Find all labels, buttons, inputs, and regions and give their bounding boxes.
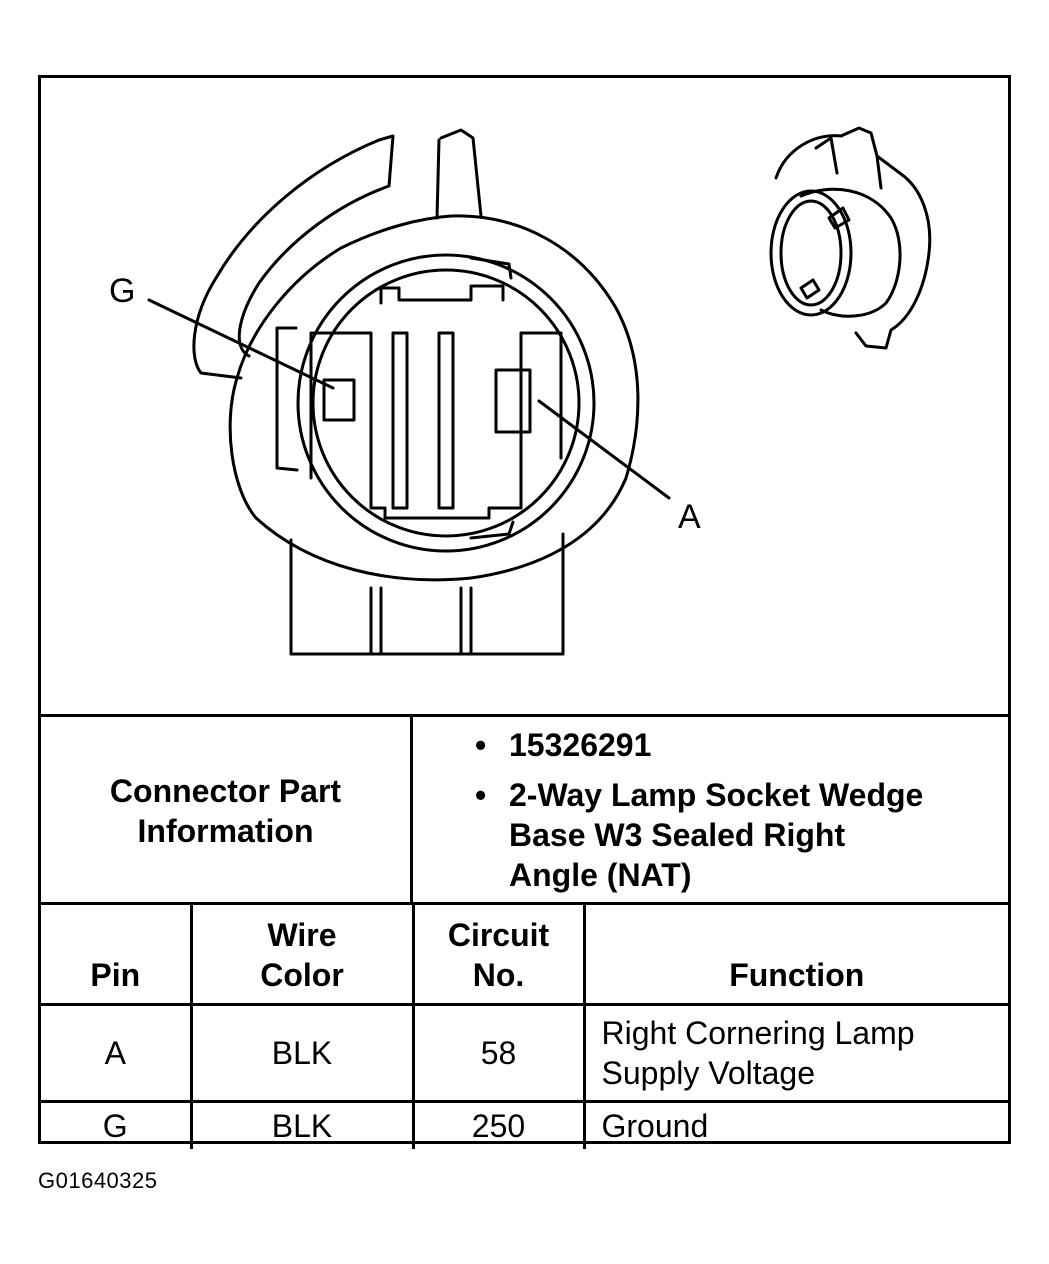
connector-part-info-label: Connector Part Information [41, 717, 413, 904]
connector-face-drawing [192, 128, 640, 656]
figure-id: G01640325 [38, 1168, 158, 1193]
pin-label-a: A [678, 498, 701, 536]
part-number: 15326291 [509, 727, 652, 763]
header-function: Function [582, 902, 1008, 1006]
header-wire-color: Wire Color [189, 902, 415, 1006]
pin-table: Pin Wire Color Circuit No. Function A BL… [41, 902, 1008, 1149]
table-row: G BLK 250 Ground [41, 1100, 1008, 1149]
circuit-cell: 250 [411, 1100, 586, 1149]
connector-frame: G A Connector Part Information 15326291 … [38, 75, 1011, 1149]
pin-callouts: G A [109, 272, 701, 536]
pin-label-g: G [109, 272, 135, 310]
info-label-line: Information [137, 812, 314, 849]
pin-cell: A [41, 1003, 193, 1103]
connector-3d-view [769, 126, 932, 350]
header-pin: Pin [41, 902, 193, 1006]
table-row: A BLK 58 Right Cornering Lamp Supply Vol… [41, 1003, 1008, 1103]
wire-color-cell: BLK [189, 1100, 415, 1149]
connector-part-info-list: 15326291 2-Way Lamp Socket Wedge Base W3… [413, 717, 1008, 912]
part-description-line: Angle (NAT) [509, 857, 692, 893]
header-circuit-no: Circuit No. [411, 902, 586, 1006]
connector-part-info-row: Connector Part Information 15326291 2-Wa… [41, 714, 1008, 904]
wire-color-cell: BLK [189, 1003, 415, 1103]
info-label-line: Connector Part [109, 772, 342, 809]
circuit-cell: 58 [411, 1003, 586, 1103]
part-description-line: 2-Way Lamp Socket Wedge [509, 777, 924, 813]
terminal-a [494, 368, 532, 434]
part-number-item: 15326291 [413, 725, 1008, 765]
part-description-line: Base W3 Sealed Right [509, 817, 846, 853]
connector-diagram: G A [109, 126, 932, 656]
pin-cell: G [41, 1100, 193, 1149]
terminal-g [322, 378, 356, 422]
pin-table-header: Pin Wire Color Circuit No. Function [41, 902, 1008, 1006]
function-cell: Ground [582, 1100, 1008, 1149]
function-cell: Right Cornering Lamp Supply Voltage [582, 1003, 1008, 1103]
part-description-item: 2-Way Lamp Socket Wedge Base W3 Sealed R… [413, 775, 1008, 895]
